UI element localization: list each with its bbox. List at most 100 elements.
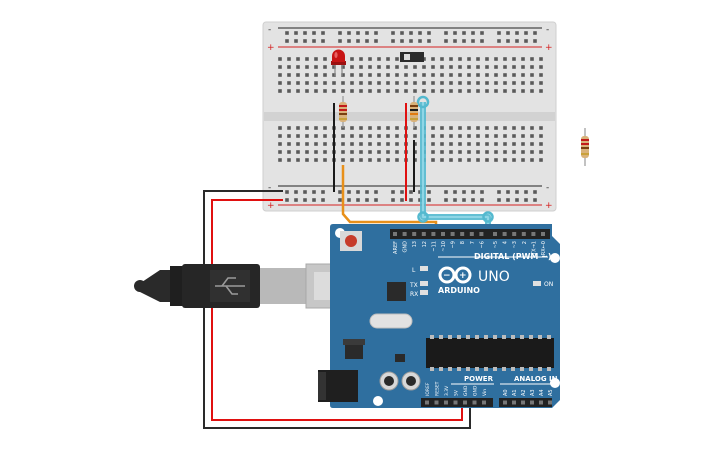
resistor-1-band-4 xyxy=(339,118,347,120)
breadboard-hole xyxy=(350,73,354,77)
rail-minus-label-tl: - xyxy=(268,25,271,35)
digital-pin-label: ~10 xyxy=(441,241,447,252)
rail-hole xyxy=(533,39,537,43)
breadboard-hole xyxy=(494,57,498,61)
breadboard-hole xyxy=(530,158,534,162)
rail-hole xyxy=(391,31,395,35)
reset-button[interactable] xyxy=(345,235,357,247)
switch-knob[interactable] xyxy=(404,54,410,60)
digital-pin-hole xyxy=(502,232,507,236)
resistor-2[interactable] xyxy=(410,96,418,128)
chip-pin xyxy=(493,335,497,339)
digital-pin-hole xyxy=(460,232,465,236)
led-tx-label: TX xyxy=(409,282,418,289)
digital-pin-label: ~6 xyxy=(479,241,485,248)
breadboard-hole xyxy=(368,126,372,130)
power-label: POWER xyxy=(464,375,494,383)
wire-black-gnd[interactable] xyxy=(203,190,471,429)
breadboard-hole xyxy=(377,126,381,130)
resistor-2-band-3 xyxy=(410,113,418,115)
breadboard-hole xyxy=(377,57,381,61)
rail-minus-label-br: - xyxy=(546,183,549,193)
breadboard-hole xyxy=(314,134,318,138)
breadboard-hole xyxy=(386,134,390,138)
breadboard-hole xyxy=(431,89,435,93)
analog-header[interactable] xyxy=(499,398,552,407)
rail-hole xyxy=(471,31,475,35)
breadboard-hole xyxy=(278,126,282,130)
wire-cyan-end-top[interactable] xyxy=(416,95,430,109)
rail-hole xyxy=(294,39,298,43)
rail-hole xyxy=(533,198,537,202)
usb-cable[interactable] xyxy=(134,263,365,309)
breadboard-hole xyxy=(350,142,354,146)
breadboard-hole xyxy=(476,134,480,138)
breadboard-hole xyxy=(530,134,534,138)
breadboard-hole xyxy=(503,65,507,69)
chip-pin xyxy=(448,367,452,371)
breadboard-hole xyxy=(305,57,309,61)
breadboard-hole xyxy=(278,142,282,146)
breadboard-hole xyxy=(413,134,417,138)
rail-hole xyxy=(312,198,316,202)
breadboard-hole xyxy=(512,134,516,138)
breadboard-hole xyxy=(431,65,435,69)
breadboard-hole xyxy=(305,81,309,85)
rail-hole xyxy=(444,31,448,35)
digital-label: DIGITAL (PWM ~) xyxy=(474,252,552,261)
breadboard-hole xyxy=(287,89,291,93)
breadboard-hole xyxy=(359,65,363,69)
breadboard-hole xyxy=(539,126,543,130)
breadboard-hole xyxy=(323,150,327,154)
breadboard-hole xyxy=(314,57,318,61)
led-rx-label: RX xyxy=(410,291,418,298)
breadboard-hole xyxy=(521,150,525,154)
rail-hole xyxy=(391,190,395,194)
wire-red-5v[interactable] xyxy=(211,199,463,421)
rail-plus-label-br: + xyxy=(545,201,553,211)
breadboard-hole xyxy=(440,89,444,93)
breadboard[interactable]: - + - + - + - + xyxy=(262,21,557,212)
breadboard-hole xyxy=(467,65,471,69)
rail-minus-label-bl: - xyxy=(268,183,271,193)
chip-pin xyxy=(466,335,470,339)
breadboard-hole xyxy=(368,142,372,146)
breadboard-hole xyxy=(278,57,282,61)
breadboard-hole xyxy=(467,57,471,61)
chip-pin xyxy=(448,335,452,339)
digital-pin-hole xyxy=(479,232,484,236)
wire-cyan-bend-1 xyxy=(417,211,429,223)
breadboard-hole xyxy=(368,150,372,154)
on-label: ON xyxy=(544,281,553,288)
led-red[interactable] xyxy=(331,49,346,76)
breadboard-hole xyxy=(368,81,372,85)
logo-minus: − xyxy=(443,271,451,281)
rail-hole xyxy=(533,31,537,35)
breadboard-hole xyxy=(458,65,462,69)
rail-hole xyxy=(480,31,484,35)
breadboard-hole xyxy=(431,126,435,130)
breadboard-hole xyxy=(512,65,516,69)
power-jack-front xyxy=(318,372,326,400)
rail-hole xyxy=(374,31,378,35)
logo-plus: + xyxy=(459,271,467,281)
digital-pin-label: 7 xyxy=(470,241,476,244)
rail-hole xyxy=(471,39,475,43)
breadboard-hole xyxy=(521,142,525,146)
breadboard-hole xyxy=(359,73,363,77)
resistor-1[interactable] xyxy=(339,96,347,128)
breadboard-hole xyxy=(494,81,498,85)
chip-pin xyxy=(475,367,479,371)
breadboard-hole xyxy=(404,65,408,69)
model-label: UNO xyxy=(478,269,510,285)
breadboard-hole xyxy=(512,126,516,130)
breadboard-hole xyxy=(467,89,471,93)
breadboard-hole xyxy=(440,73,444,77)
slide-switch[interactable] xyxy=(400,52,424,62)
breadboard-hole xyxy=(521,73,525,77)
power-pin-label: GND xyxy=(473,385,479,396)
rail-hole xyxy=(321,198,325,202)
breadboard-hole xyxy=(287,150,291,154)
resistor-loose[interactable] xyxy=(581,128,589,166)
